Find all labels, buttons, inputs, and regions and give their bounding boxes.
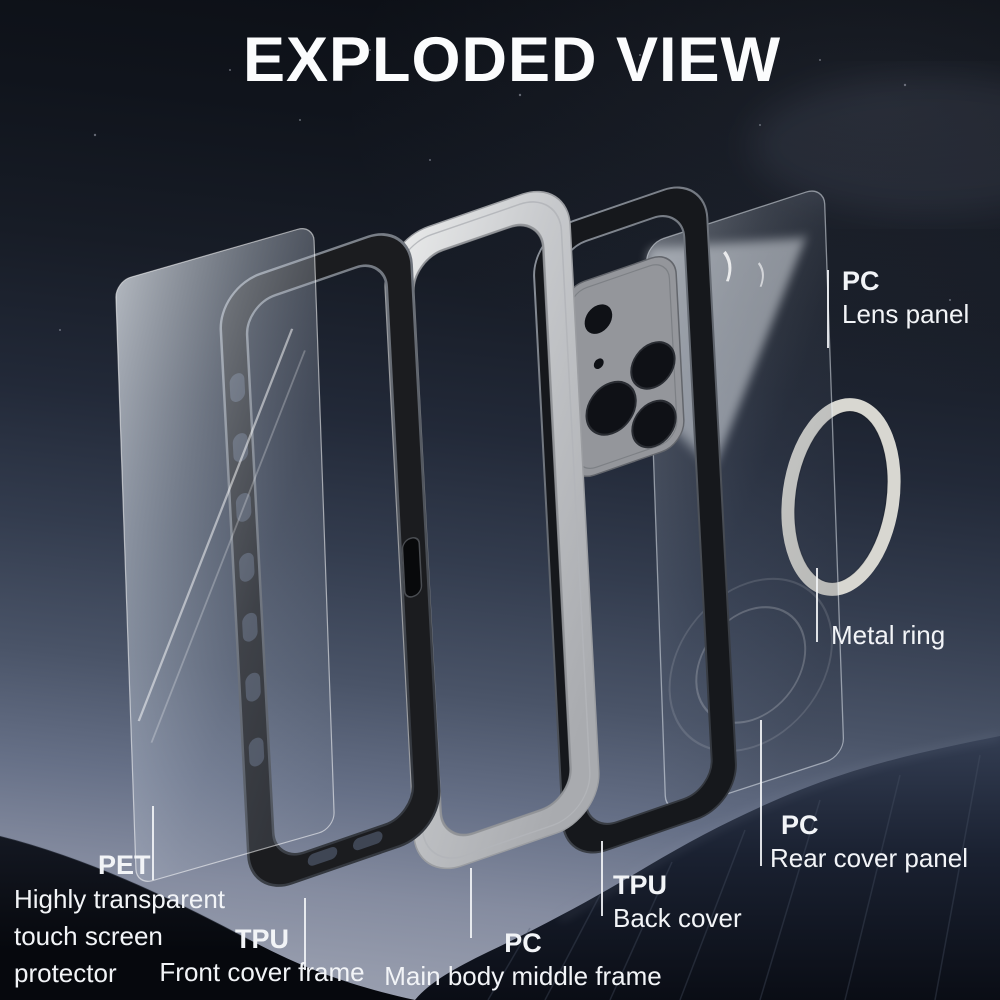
cloud-haze [750, 75, 1000, 215]
callout-front-cover-frame: TPU Front cover frame [159, 924, 364, 989]
material-label: PC [504, 928, 542, 958]
part-name: Main body middle frame [384, 961, 662, 991]
callout-screen-protector: PET Highly transparent touch screen prot… [14, 850, 225, 992]
usb-port [401, 536, 423, 598]
flash-hole [593, 358, 604, 369]
material-label: PC [842, 266, 880, 296]
part-name: Rear cover panel [770, 843, 968, 873]
lens-hole [630, 341, 676, 390]
callout-main-body-middle-frame: PC Main body middle frame [384, 928, 661, 993]
callout-back-cover: TPU Back cover [613, 870, 742, 935]
material-label: TPU [234, 924, 289, 954]
part-name-line3: protector [14, 958, 117, 988]
material-label: TPU [613, 870, 667, 900]
part-name: Metal ring [831, 620, 946, 650]
callout-lens-panel: PC Lens panel [842, 266, 969, 331]
lens-hole [631, 399, 677, 449]
part-name-line2: touch screen [14, 921, 163, 951]
material-label: PC [781, 810, 819, 840]
camera-hole [584, 304, 613, 334]
screen-protector [115, 228, 335, 882]
lens-hole [585, 380, 637, 436]
mountain-left [0, 835, 415, 1000]
callout-rear-cover-panel: PC Rear cover panel [770, 810, 968, 875]
part-name: Lens panel [842, 299, 970, 329]
part-name: Front cover frame [159, 957, 365, 987]
part-name-line1: Highly transparent [14, 884, 225, 914]
mountain-right [415, 735, 1000, 1000]
page-title: EXPLODED VIEW [242, 25, 782, 95]
callout-metal-ring: Metal ring [831, 618, 945, 652]
material-label: PET [98, 850, 151, 880]
part-name: Back cover [613, 903, 742, 933]
